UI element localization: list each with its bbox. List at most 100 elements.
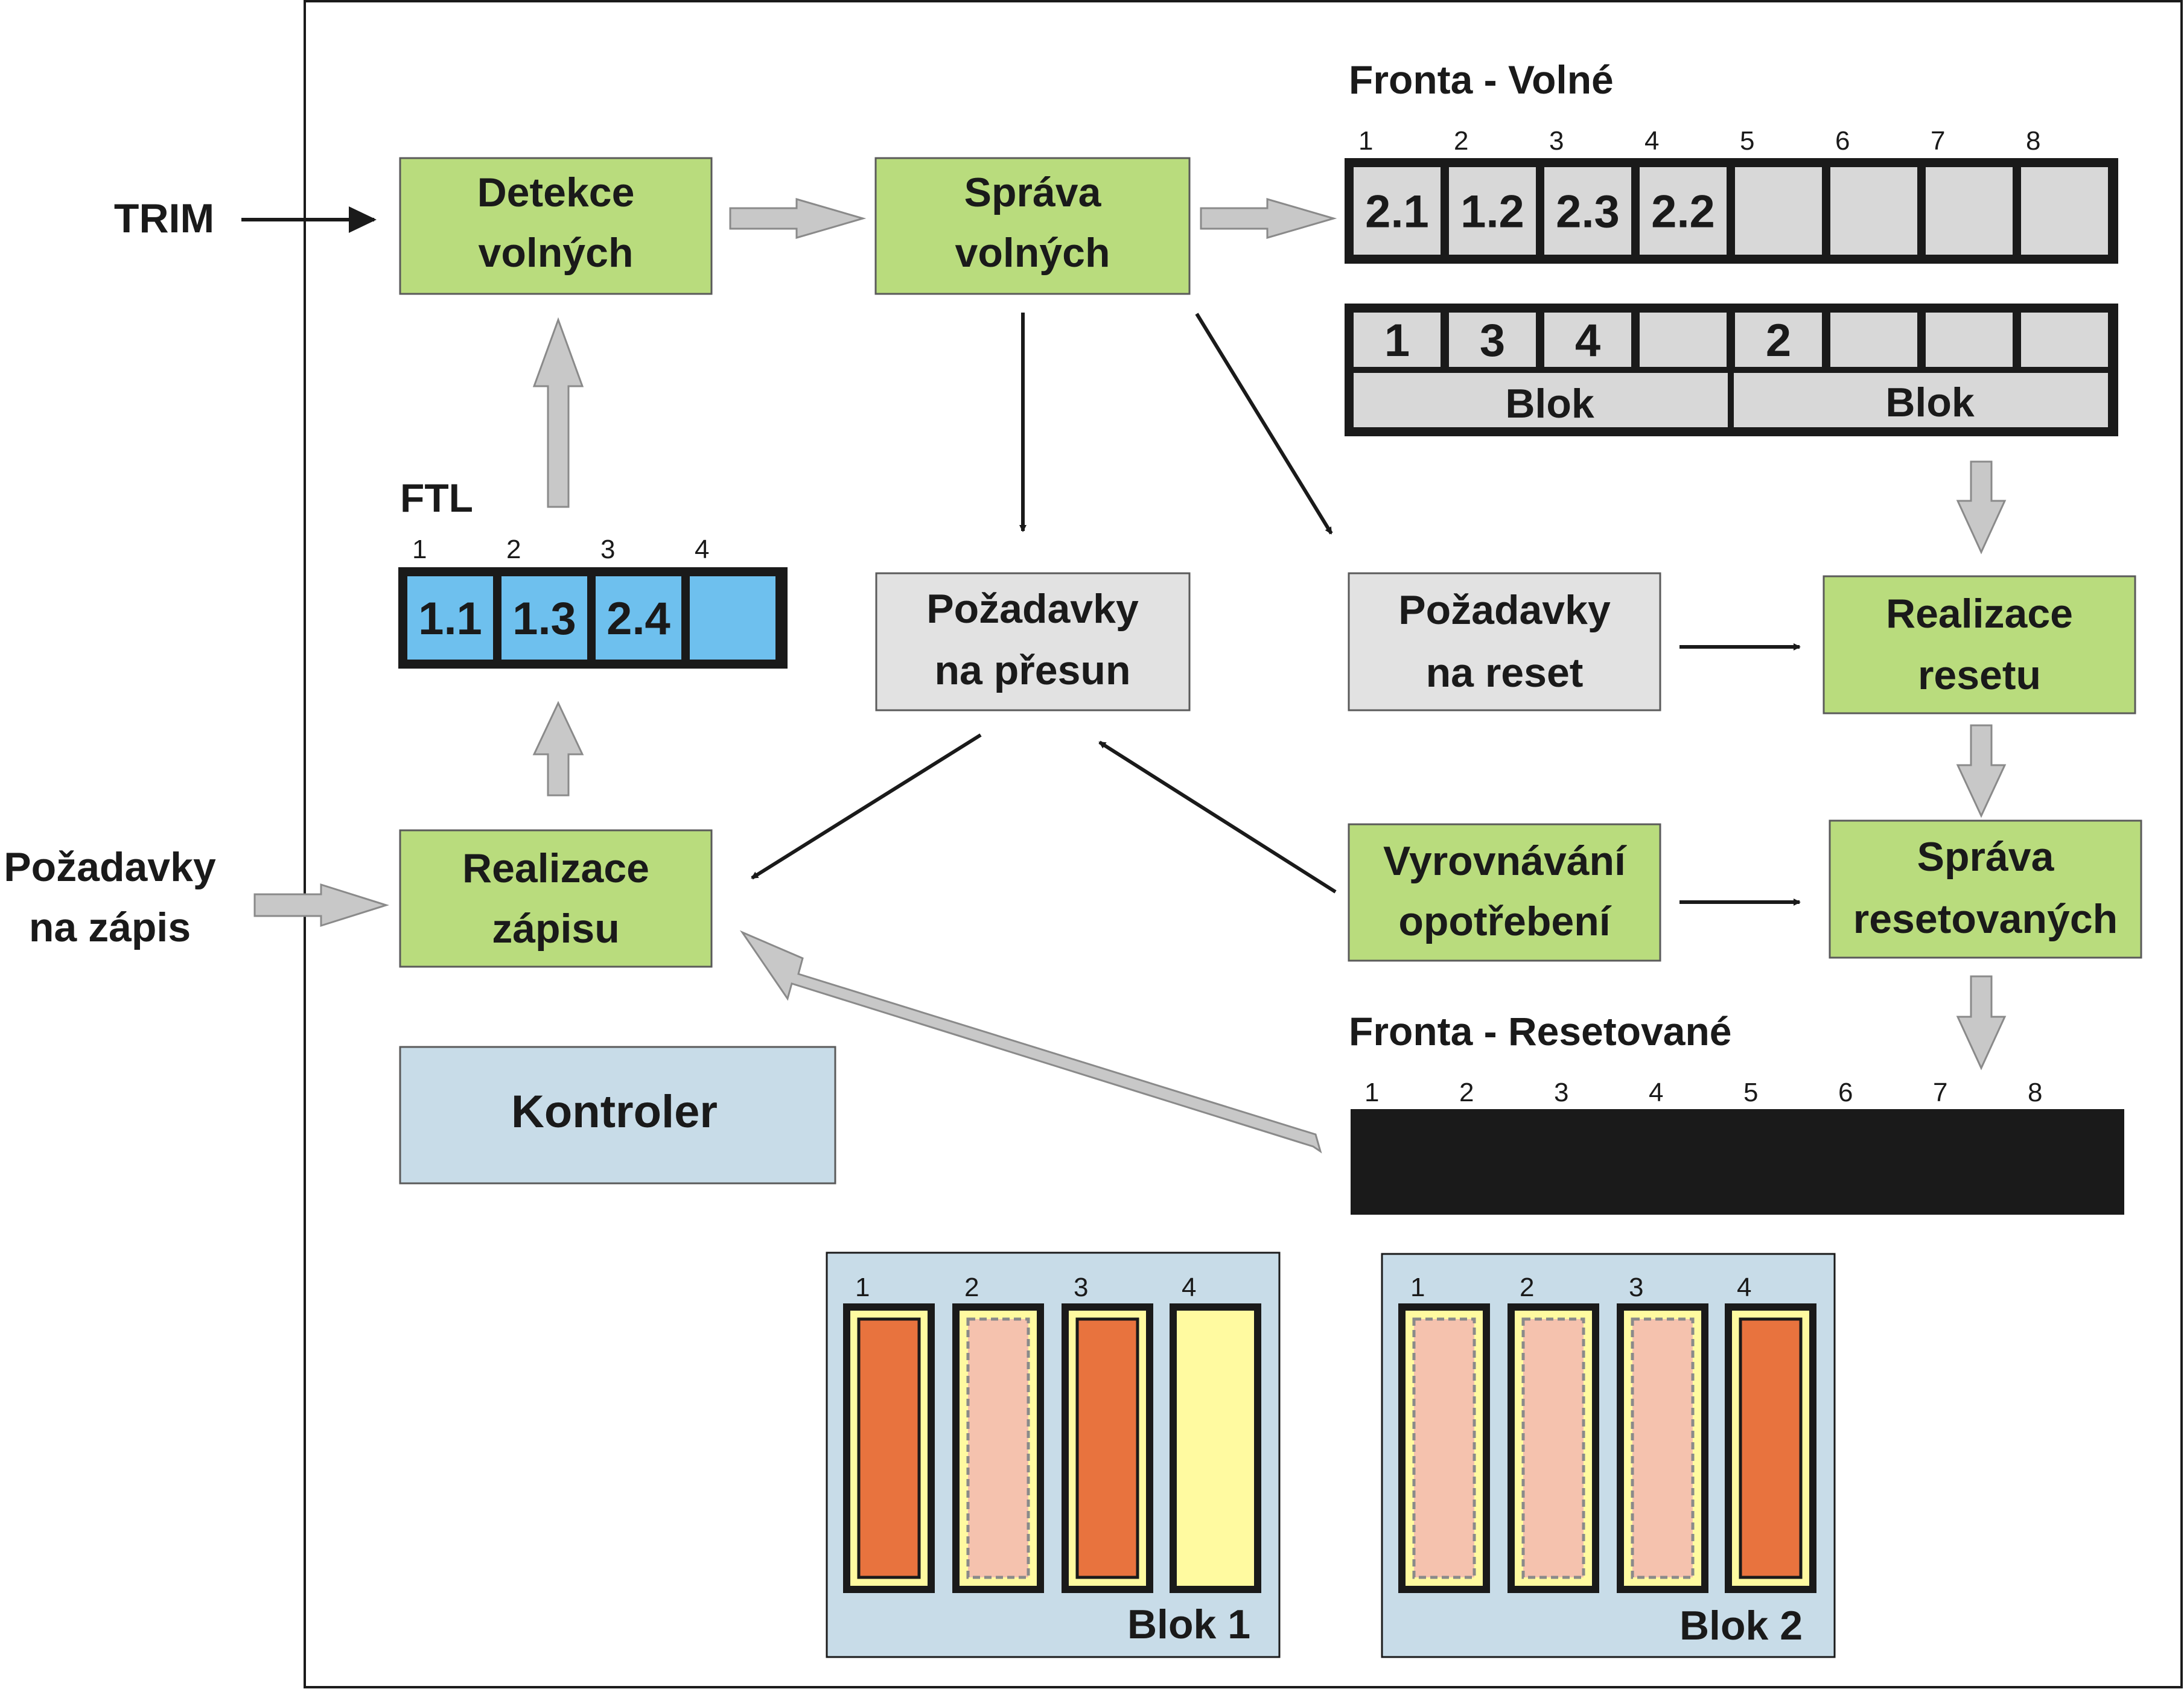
black-arrows <box>751 313 1801 906</box>
ftl-cell <box>501 576 587 660</box>
ftl-cell-value: 2.4 <box>606 593 670 644</box>
queue-free-index: 4 <box>1644 126 1659 156</box>
queue-free-index: 6 <box>1835 126 1850 156</box>
box-controller: Kontroler <box>399 1046 836 1185</box>
block-map-cell <box>1640 313 1727 367</box>
flash-page-valid-data <box>1739 1317 1803 1579</box>
arrow-reset-to-manage <box>1956 724 2007 818</box>
ftl-cell-value: 1.3 <box>512 593 576 644</box>
queue-reset-title: Fronta - Resetované <box>1349 1009 1731 1054</box>
arrow-wear-to-move <box>1098 740 1337 894</box>
queue-free-cell <box>1926 167 2013 255</box>
queue-reset-index: 1 <box>1364 1078 1379 1107</box>
ftl-cell <box>596 576 681 660</box>
box-wear-leveling: Vyrovnávání opotřebení <box>1348 823 1661 962</box>
box-reset-requests: Požadavky na reset <box>1348 572 1661 711</box>
flash-page-invalid-data <box>1631 1317 1695 1579</box>
box-manage-free: Správa volných <box>874 157 1191 295</box>
box-manage-reset: Správa resetovaných <box>1829 819 2142 959</box>
ftl-title: FTL <box>400 476 473 520</box>
queue-free-index: 7 <box>1931 126 1945 156</box>
arrow-manage-to-resetqueue <box>1956 975 2007 1070</box>
box-wear-leveling-line1: Vyrovnávání <box>1383 838 1627 884</box>
queue-free-index: 8 <box>2026 126 2040 156</box>
box-manage-reset-line2: resetovaných <box>1853 896 2118 942</box>
box-detect-free-line2: volných <box>479 230 634 276</box>
arrow-detect-to-manage <box>729 198 867 239</box>
block-map-label-2: Blok <box>1885 380 1975 425</box>
queue-reset-index: 3 <box>1554 1078 1568 1107</box>
write-requests-label-line2: na zápis <box>29 905 191 950</box>
queue-reset-index: 2 <box>1459 1078 1474 1107</box>
box-realize-reset: Realizace resetu <box>1823 575 2136 714</box>
arrow-ftl-to-detect <box>532 317 584 508</box>
box-move-requests-line2: na přesun <box>935 647 1131 693</box>
block-map-label-box-1 <box>1354 373 1728 427</box>
queue-free-index: 3 <box>1549 126 1564 156</box>
write-requests-label-line1: Požadavky <box>4 844 216 890</box>
box-reset-requests-line2: na reset <box>1426 650 1584 696</box>
box-move-requests: Požadavky na přesun <box>875 572 1191 711</box>
queue-free-cell <box>1354 167 1441 255</box>
trim-label: TRIM <box>114 196 214 241</box>
flash-page-body <box>1177 1311 1254 1586</box>
flash-page-index: 2 <box>1520 1273 1534 1302</box>
queue-reset: Fronta - Resetované 11.42345678 <box>1349 1009 2124 1215</box>
ftl-cell <box>407 576 493 660</box>
controller-label: Kontroler <box>511 1086 718 1137</box>
queue-reset-index: 6 <box>1838 1078 1853 1107</box>
block-map-cell <box>1354 313 1441 367</box>
box-realize-write-line1: Realizace <box>462 845 649 891</box>
queue-free-cell <box>1449 167 1536 255</box>
box-detect-free: Detekce volných <box>399 157 713 295</box>
arrow-manage-to-queue <box>1200 198 1337 239</box>
ftl-index: 1 <box>412 535 427 564</box>
ftl-index: 3 <box>600 535 615 564</box>
queue-free-index: 1 <box>1358 126 1373 156</box>
queue-free-index: 5 <box>1740 126 1754 156</box>
arrow-write-to-ftl <box>532 701 584 797</box>
queue-free-cell-value: 2.2 <box>1651 186 1715 238</box>
block-map-cell <box>1830 313 1917 367</box>
box-realize-write: Realizace zápisu <box>399 829 713 968</box>
flash-page-invalid-data <box>1412 1317 1476 1579</box>
block-map-cell-value: 3 <box>1480 315 1505 366</box>
flash-page-valid-data <box>857 1317 921 1579</box>
block-map-cell <box>2021 313 2108 367</box>
arrow-resetqueue-to-write <box>739 930 1322 1154</box>
queue-reset-index: 8 <box>2028 1078 2042 1107</box>
box-realize-reset-line1: Realizace <box>1886 591 2073 637</box>
arrow-blok-to-reset <box>1956 460 2007 555</box>
flash-page-index: 4 <box>1737 1273 1751 1302</box>
queue-reset-index: 7 <box>1933 1078 1947 1107</box>
flash-page-invalid-data <box>1521 1317 1585 1579</box>
arrow-move-to-write <box>751 733 982 880</box>
block-map-cell-value: 1 <box>1384 315 1410 366</box>
ftl-index: 2 <box>506 535 521 564</box>
queue-free-index: 2 <box>1454 126 1468 156</box>
box-realize-write-line2: zápisu <box>492 906 620 952</box>
arrow-write-input <box>253 883 389 927</box>
queue-free-cell-value: 2.3 <box>1556 186 1620 238</box>
box-reset-requests-line1: Požadavky <box>1398 587 1611 633</box>
flash-page-index: 1 <box>1410 1273 1425 1302</box>
ftl-cell <box>690 576 775 660</box>
box-manage-free-line1: Správa <box>964 170 1102 215</box>
block-map-label-1: Blok <box>1505 381 1594 427</box>
box-move-requests-line1: Požadavky <box>926 586 1139 632</box>
block-map-cell <box>1735 313 1822 367</box>
flash-page-index: 2 <box>964 1273 979 1302</box>
box-realize-reset-line2: resetu <box>1918 652 2041 698</box>
box-manage-reset-line1: Správa <box>1917 834 2055 880</box>
flash-page-index: 4 <box>1182 1273 1196 1302</box>
arrow-manage-to-reset <box>1195 313 1333 535</box>
flash-block-2-label: Blok 2 <box>1679 1603 1803 1649</box>
queue-free-cell <box>1830 167 1917 255</box>
flash-page-index: 1 <box>855 1273 870 1302</box>
flash-page-invalid-data <box>966 1317 1030 1579</box>
queue-free-cell-value: 1.2 <box>1460 186 1524 238</box>
